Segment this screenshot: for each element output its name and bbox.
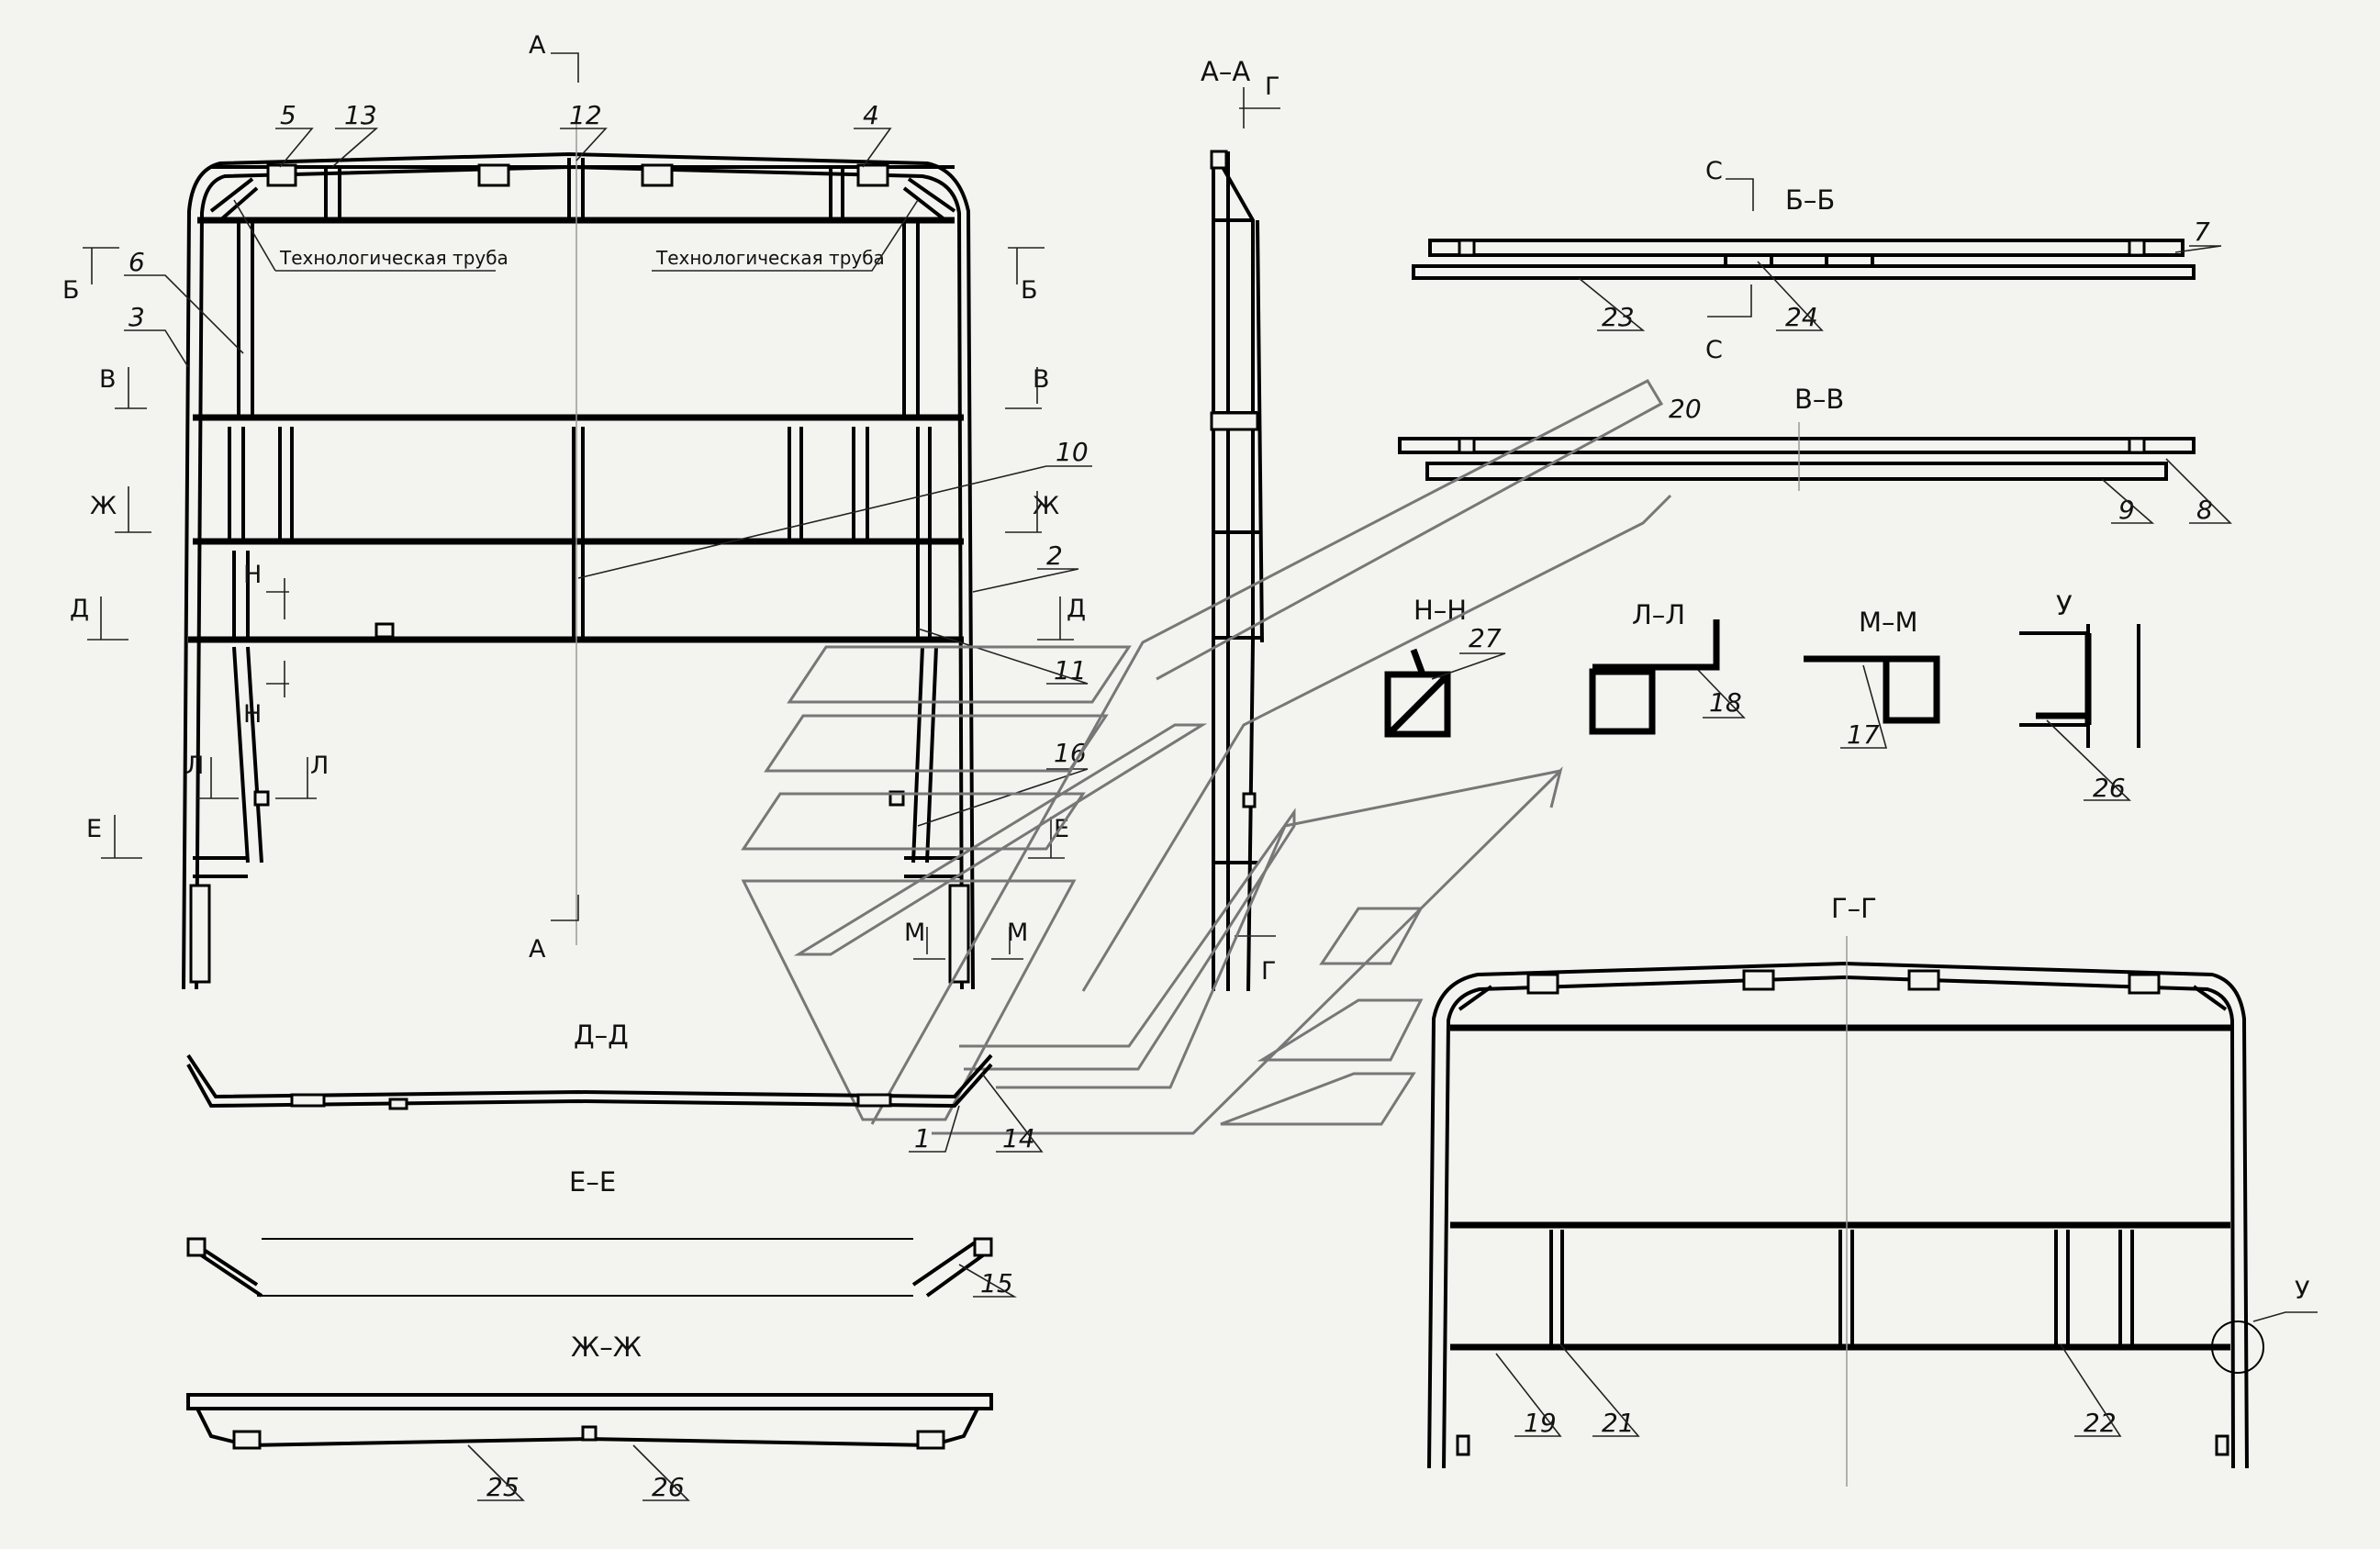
title-detail-u: У (2056, 590, 2073, 621)
cut-A-top: А (529, 31, 546, 60)
part-7: 7 (2194, 217, 2210, 247)
section-marks-main: А А 5 13 12 4 Технологическая труба Техн… (62, 31, 1092, 964)
part-19: 19 (1524, 1408, 1557, 1438)
cut-ZH-left: Ж (90, 492, 117, 520)
part-13: 13 (344, 100, 377, 130)
section-a-a: А–А Г Г (1201, 56, 1280, 992)
title-section-b-b: Б–Б (1785, 184, 1835, 216)
part-6: 6 (128, 247, 145, 277)
part-24: 24 (1785, 302, 1818, 332)
section-zh-zh: Ж–Ж 25 26 (186, 1332, 993, 1502)
cut-N-bottom: Н (243, 700, 262, 729)
title-section-d-d: Д–Д (574, 1020, 629, 1051)
part-14: 14 (1002, 1123, 1035, 1153)
cut-V-right: В (1033, 365, 1050, 394)
part-3: 3 (128, 302, 145, 332)
cut-E-left: Е (86, 815, 102, 843)
title-section-a-a: А–А (1201, 56, 1250, 87)
title-section-v-v: В–В (1794, 384, 1844, 415)
front-view (182, 119, 975, 990)
cut-G-top: Г (1265, 72, 1279, 101)
section-e-e: Е–Е 15 (186, 1166, 1017, 1298)
part-17: 17 (1847, 719, 1880, 750)
section-l-l: Л–Л 18 (1589, 599, 1746, 735)
cut-V-left: В (99, 365, 117, 394)
section-m-m: М–М 17 (1804, 607, 1940, 750)
cut-D-right: Д (1067, 595, 1086, 623)
part-26: 26 (652, 1472, 685, 1502)
part-5: 5 (280, 100, 296, 130)
title-section-e-e: Е–Е (569, 1166, 616, 1198)
cut-A-bottom: А (529, 935, 546, 964)
cut-B-left: Б (62, 276, 80, 305)
cut-L-left: Л (185, 752, 204, 780)
part-2: 2 (1046, 540, 1063, 571)
part-26-detail: 26 (2093, 773, 2126, 803)
part-27: 27 (1469, 623, 1502, 653)
part-20: 20 (1669, 394, 1702, 424)
section-d-d: Д–Д 1 14 (186, 1020, 1044, 1153)
part-15: 15 (980, 1268, 1013, 1298)
part-4: 4 (863, 100, 879, 130)
title-section-zh-zh: Ж–Ж (571, 1332, 642, 1363)
part-23: 23 (1602, 302, 1635, 332)
title-section-m-m: М–М (1859, 607, 1918, 638)
tech-pipe-left: Технологическая труба (279, 247, 508, 269)
cut-G-bottom: Г (1261, 957, 1276, 986)
part-18: 18 (1709, 687, 1742, 718)
cut-M-right: М (1007, 919, 1028, 947)
cut-D-left: Д (70, 595, 89, 623)
cut-M-left: М (904, 919, 925, 947)
label-u: У (2295, 1276, 2309, 1305)
part-1: 1 (914, 1123, 931, 1153)
section-v-v: В–В 20 9 8 (1398, 384, 2232, 525)
section-b-b: Б–Б С 7 23 24 С (1412, 157, 2222, 364)
title-section-n-n: Н–Н (1413, 595, 1467, 626)
detail-u: У 26 (2019, 590, 2140, 803)
part-12: 12 (569, 100, 602, 130)
part-25: 25 (486, 1472, 520, 1502)
cut-L-right: Л (310, 752, 329, 780)
part-8: 8 (2196, 495, 2213, 525)
section-n-n: Н–Н 27 (1384, 595, 1506, 738)
cut-S-bottom: С (1705, 336, 1723, 364)
grey-pipe-highlights (741, 379, 1672, 1135)
part-10: 10 (1056, 437, 1089, 467)
title-section-g-g: Г–Г (1831, 893, 1877, 924)
part-9: 9 (2118, 495, 2135, 525)
cut-B-right: Б (1021, 276, 1038, 305)
cut-S-top: С (1705, 157, 1723, 185)
tech-pipe-right: Технологическая труба (655, 247, 885, 269)
title-section-l-l: Л–Л (1632, 599, 1685, 630)
cut-N-top: Н (243, 561, 262, 589)
part-11: 11 (1054, 655, 1087, 685)
section-g-g: Г–Г У 19 21 22 (1427, 893, 2318, 1487)
